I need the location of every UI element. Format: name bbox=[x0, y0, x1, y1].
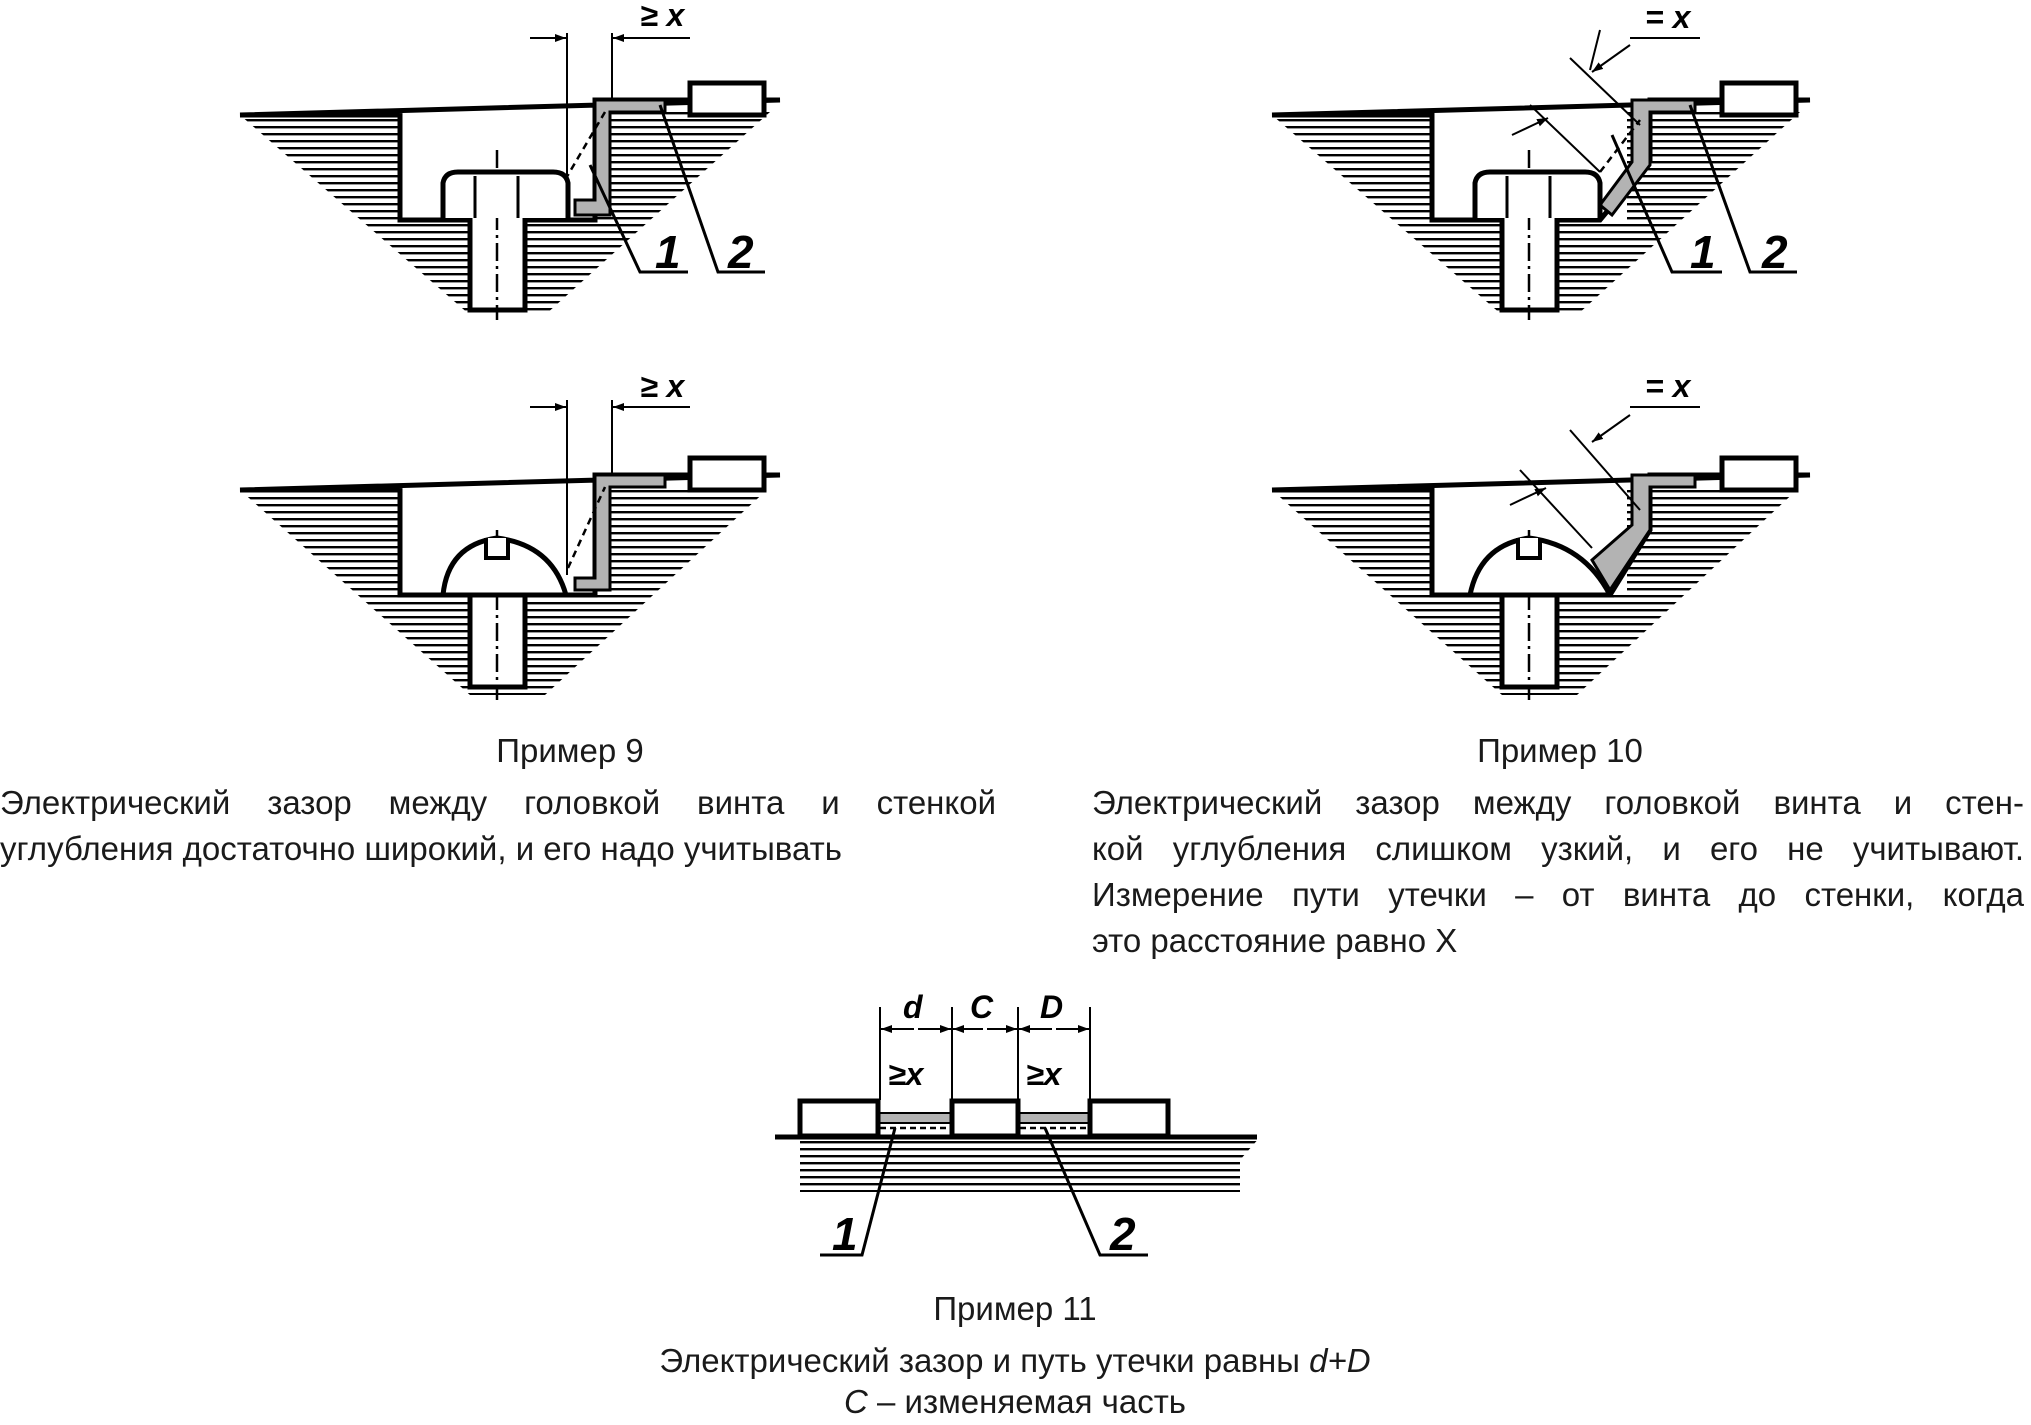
extension-line bbox=[1519, 469, 1593, 549]
leader-2 bbox=[658, 104, 765, 274]
callout-1: 1 bbox=[832, 1208, 858, 1260]
dimension-arrow bbox=[1509, 487, 1547, 506]
ex11-drawing: d C D ≥x ≥x 1 2 bbox=[775, 989, 1260, 1260]
example9-desc-line: Электрический зазор между головкой винта… bbox=[0, 784, 996, 821]
callout-1: 1 bbox=[655, 226, 681, 278]
screw-shank bbox=[467, 212, 528, 313]
callout-2: 2 bbox=[727, 226, 754, 278]
extension-line bbox=[1529, 104, 1601, 173]
conductive-part-middle bbox=[949, 1098, 1021, 1139]
example10-desc-line: Электрический зазор между головкой винта… bbox=[1092, 784, 2024, 821]
hatched-base bbox=[1272, 487, 1800, 695]
dim-label-ge-x: ≥ x bbox=[640, 0, 685, 33]
example11-desc-symbol: C bbox=[843, 1383, 868, 1420]
screw-slot bbox=[1516, 538, 1542, 560]
hatched-base bbox=[240, 112, 770, 315]
example11-desc-line1: Электрический зазор и путь утечки равны … bbox=[500, 1338, 1530, 1384]
dim-label-eq-x: = x bbox=[1645, 0, 1692, 35]
creepage-path bbox=[566, 486, 607, 569]
hex-screw-head bbox=[1472, 169, 1603, 218]
callout-1: 1 bbox=[1690, 226, 1716, 278]
dimension-leader bbox=[1591, 414, 1631, 443]
example9-desc-line: углубления достаточно широкий, и его над… bbox=[0, 830, 842, 867]
ex9-top-drawing: ≥ x 1 2 bbox=[239, 0, 781, 320]
extension-line bbox=[1569, 429, 1641, 511]
example11-desc-text: Электрический зазор и путь утечки равны bbox=[659, 1342, 1310, 1379]
callout-2: 2 bbox=[1109, 1208, 1136, 1260]
dimension-arrow bbox=[1589, 29, 1601, 71]
conductive-part-left bbox=[797, 1098, 881, 1139]
example9-title: Пример 9 bbox=[496, 732, 644, 769]
example9-description: Электрический зазор между головкой винта… bbox=[0, 780, 996, 872]
example10-title: Пример 10 bbox=[1477, 732, 1643, 769]
dim-label-ge-x: ≥ x bbox=[640, 368, 685, 404]
conductive-part bbox=[687, 455, 767, 493]
conductive-part bbox=[1719, 80, 1799, 118]
ex10-top-drawing: = x 1 2 bbox=[1271, 0, 1811, 320]
example11-desc-text: – изменяемая часть bbox=[867, 1383, 1187, 1420]
base-recess-profile bbox=[239, 472, 781, 598]
conductive-part bbox=[687, 80, 767, 118]
dim-label-d: d bbox=[903, 989, 924, 1025]
example10-desc-line: кой углубления слишком узкий, и его не у… bbox=[1092, 830, 2024, 867]
extension-line bbox=[1569, 57, 1641, 126]
gap-label-right: ≥x bbox=[1026, 1056, 1063, 1092]
hatched-base-taper bbox=[1240, 1137, 1260, 1160]
conductive-part bbox=[1719, 455, 1799, 493]
leader-1 bbox=[588, 164, 688, 274]
ex9-bottom-drawing: ≥ x bbox=[239, 368, 781, 700]
example11-title: Пример 11 bbox=[933, 1290, 1097, 1327]
example10-desc-line: Измерение пути утечки – от винта до стен… bbox=[1092, 876, 2024, 913]
example10-desc-line: это расстояние равно X bbox=[1092, 922, 1458, 959]
leader-2 bbox=[1688, 104, 1797, 274]
example11-desc-line2: C – изменяемая часть bbox=[500, 1379, 1530, 1425]
dim-label-D: D bbox=[1040, 989, 1063, 1025]
hatched-base bbox=[240, 487, 770, 695]
ex10-bottom-drawing: = x bbox=[1271, 368, 1811, 700]
creepage-path bbox=[563, 111, 607, 181]
dimension-leader bbox=[1591, 44, 1631, 73]
hatched-base bbox=[800, 1137, 1240, 1192]
example11-desc-formula: d+D bbox=[1309, 1342, 1371, 1379]
example10-description: Электрический зазор между головкой винта… bbox=[1092, 780, 2024, 964]
insulation-strip-left bbox=[875, 1112, 953, 1124]
creepage-path bbox=[1599, 119, 1641, 173]
leader-2 bbox=[1043, 1127, 1148, 1257]
insulation-strip-right bbox=[1017, 1112, 1091, 1124]
leader-1 bbox=[820, 1127, 897, 1257]
gap-label-left: ≥x bbox=[888, 1056, 925, 1092]
hex-screw-head bbox=[440, 169, 571, 218]
leader-1 bbox=[1610, 134, 1722, 274]
base-recess-profile bbox=[239, 97, 781, 223]
dim-label-C: C bbox=[970, 989, 994, 1025]
dim-label-eq-x: = x bbox=[1645, 368, 1692, 404]
dimension-arrow bbox=[1511, 117, 1549, 136]
screw-slot bbox=[484, 538, 510, 560]
hatched-base bbox=[1272, 112, 1800, 315]
callout-2: 2 bbox=[1761, 226, 1788, 278]
conductive-part-right bbox=[1087, 1098, 1171, 1139]
insulation-layer bbox=[1590, 473, 1697, 593]
